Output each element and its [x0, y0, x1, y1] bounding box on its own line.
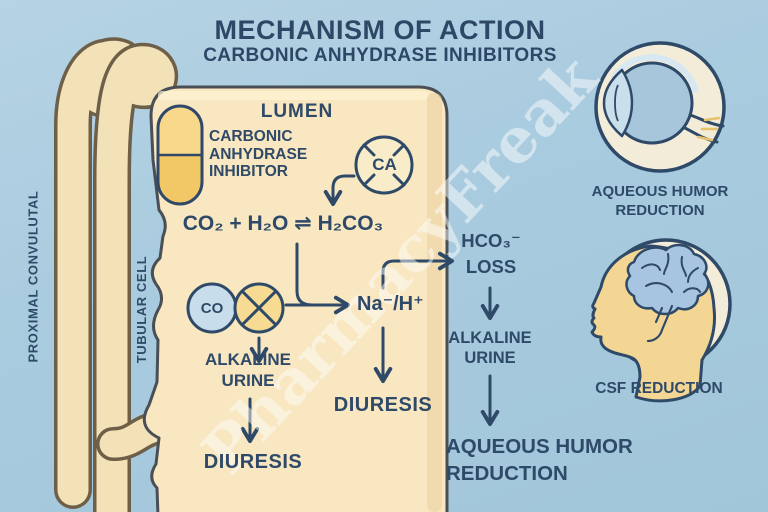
brain-effect-label: CSF REDUCTION — [595, 380, 723, 397]
lumen-heading: LUMEN — [260, 101, 334, 122]
ca-enzyme-blocked-icon — [354, 135, 414, 195]
aqueous-path-line1: AQUEOUS HUMOR — [446, 435, 633, 458]
flow-arrows — [240, 174, 500, 444]
hydration-equation: CO₂ + H₂O ⇌ H₂CO₃ — [182, 212, 384, 235]
eye-effect-label: AQUEOUS HUMOR REDUCTION — [575, 182, 745, 220]
co-transporter-label: CO — [200, 300, 224, 317]
cai-line1: CARBONIC — [209, 128, 293, 145]
tubular-cell-shape — [142, 85, 449, 512]
aqueous-humor-reduction-pathway-label: AQUEOUS HUMOR REDUCTION — [446, 433, 636, 487]
aqueous-path-line2: REDUCTION — [446, 462, 568, 485]
proximal-tubule-label: PROXIMAL CONVULUTAL — [25, 190, 41, 363]
na-h-exchanger-label: Na⁻/H⁺ — [357, 293, 424, 315]
eye-badge — [594, 41, 726, 173]
alkaline-path-line1: ALKALINE — [448, 329, 532, 347]
tubular-cell-label: TUBULAR CELL — [134, 255, 149, 364]
diuresis-left-label: DIURESIS — [203, 451, 303, 473]
hco3-line2: LOSS — [465, 256, 517, 277]
hco3-loss-label: HCO₃⁻ LOSS — [449, 228, 533, 280]
eye-label-line1: AQUEOUS HUMOR — [591, 183, 729, 200]
cell-shadow-edge — [427, 93, 442, 512]
hco3-line1: HCO₃⁻ — [461, 230, 521, 251]
arrow-ca-to-equation — [323, 174, 356, 207]
cai-line3: INHIBITOR — [209, 163, 288, 180]
page-subtitle: CARBONIC ANHYDRASE INHIBITORS — [203, 45, 557, 66]
carbonic-anhydrase-inhibitor-label: CARBONIC ANHYDRASE INHIBITOR — [209, 128, 339, 181]
alkaline-path-line2: URINE — [464, 349, 516, 367]
alkaline-cell-line2: URINE — [221, 371, 275, 390]
alkaline-urine-pathway-label: ALKALINE URINE — [440, 328, 540, 368]
eye-label-line2: REDUCTION — [615, 202, 705, 219]
brain-icon — [590, 243, 716, 403]
capsule-icon — [156, 104, 204, 206]
blocked-exchanger-icon — [233, 282, 285, 334]
nephron-tubule-icon — [54, 37, 178, 512]
cai-line2: ANHYDRASE — [209, 145, 308, 163]
diuresis-right-label: DIURESIS — [333, 394, 433, 416]
ca-enzyme-label: CA — [372, 155, 397, 174]
alkaline-urine-cell-label: ALKALINE URINE — [195, 349, 301, 391]
brain-badge — [590, 238, 732, 403]
cell-highlight-edge — [158, 91, 428, 100]
eye-icon — [602, 54, 725, 145]
arrow-to-hco3-loss — [381, 251, 455, 290]
alkaline-cell-line1: ALKALINE — [205, 350, 291, 369]
page-title: MECHANISM OF ACTION — [214, 15, 546, 45]
